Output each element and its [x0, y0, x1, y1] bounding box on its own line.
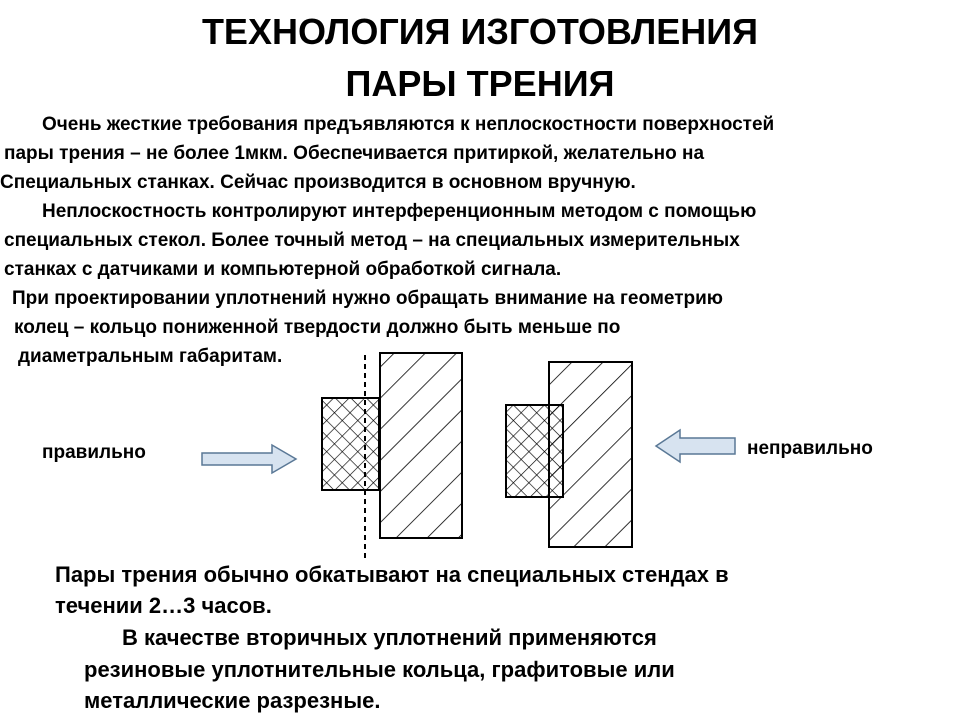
paragraph-3-line-3: диаметральным габаритам.: [18, 346, 283, 367]
paragraph-3-line-1: При проектировании уплотнений нужно обра…: [12, 288, 724, 309]
bottom-text-line-2: течении 2…3 часов.: [55, 593, 272, 618]
paragraph-2-line-2: специальных стекол. Более точный метод –…: [4, 230, 740, 251]
soft-ring-incorrect: [505, 404, 564, 498]
bottom-text-line-1: Пары трения обычно обкатывают на специал…: [55, 562, 729, 587]
paragraph-1-line-3: Специальных станках. Сейчас производится…: [0, 172, 636, 193]
secondary-seals-line-1: В качестве вторичных уплотнений применяю…: [122, 625, 657, 650]
correct-configuration: [321, 352, 463, 560]
paragraph-2-line-1: Неплоскостность контролируют интерференц…: [42, 201, 757, 222]
slide-title-line-1: ТЕХНОЛОГИЯ ИЗГОТОВЛЕНИЯ: [201, 11, 759, 52]
paragraph-1-line-1: Очень жесткие требования предъявляются к…: [42, 114, 775, 135]
incorrect-configuration: [505, 361, 633, 548]
arrow-right-icon: [201, 443, 298, 475]
paragraph-2-line-3: станках с датчиками и компьютерной обраб…: [4, 259, 562, 280]
label-correct: правильно: [42, 442, 146, 463]
hard-ring-correct: [379, 352, 463, 539]
paragraph-3-line-2: колец – кольцо пониженной твердости долж…: [14, 317, 621, 338]
secondary-seals-line-2: резиновые уплотнительные кольца, графито…: [84, 657, 675, 682]
paragraph-1-line-2: пары трения – не более 1мкм. Обеспечивае…: [4, 143, 705, 164]
soft-ring-correct: [321, 397, 380, 491]
arrow-left-icon: [654, 428, 736, 464]
label-incorrect: неправильно: [747, 438, 873, 459]
slide-title-line-2: ПАРЫ ТРЕНИЯ: [345, 63, 615, 104]
secondary-seals-line-3: металлические разрезные.: [84, 688, 381, 713]
